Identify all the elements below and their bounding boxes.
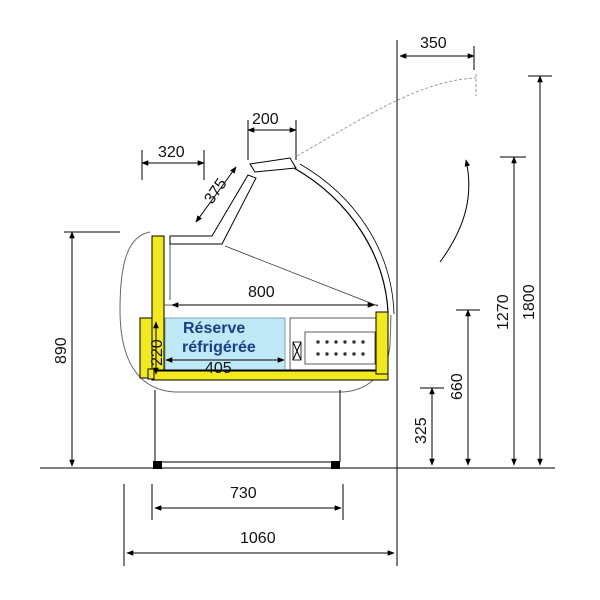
dim-405: 405: [205, 360, 232, 377]
yellow-frame: [139, 235, 389, 381]
glass-open-path: [296, 77, 477, 157]
refrigerated-reserve-box: [164, 317, 286, 377]
fan-cross-icon: [292, 341, 302, 361]
reserve-label-line2: réfrigérée: [182, 339, 256, 356]
glass-opening-arrow: [439, 159, 471, 263]
glass-top-cap: [249, 157, 297, 173]
reserve-label-line1: Réserve: [183, 320, 245, 337]
front-glass-outer: [299, 163, 395, 315]
dim-350: 350: [420, 35, 447, 52]
dim-line-375: [195, 166, 237, 223]
right-foot: [331, 461, 340, 469]
dim-800: 800: [248, 284, 275, 301]
glass-sightline: [224, 245, 379, 307]
top-shelf: [169, 174, 257, 245]
dim-1060: 1060: [240, 530, 276, 547]
dim-320: 320: [158, 144, 185, 161]
front-glass: [293, 167, 389, 313]
dim-660: 660: [449, 373, 466, 400]
control-knobs: [316, 340, 365, 356]
control-panel: [304, 331, 376, 365]
dim-200: 200: [252, 111, 279, 128]
dim-220: 220: [149, 339, 166, 366]
dim-325: 325: [413, 417, 430, 444]
dim-1270: 1270: [495, 294, 512, 330]
dim-1800: 1800: [521, 284, 538, 320]
dim-890: 890: [53, 337, 70, 364]
dim-730: 730: [230, 485, 257, 502]
left-foot: [153, 461, 162, 469]
